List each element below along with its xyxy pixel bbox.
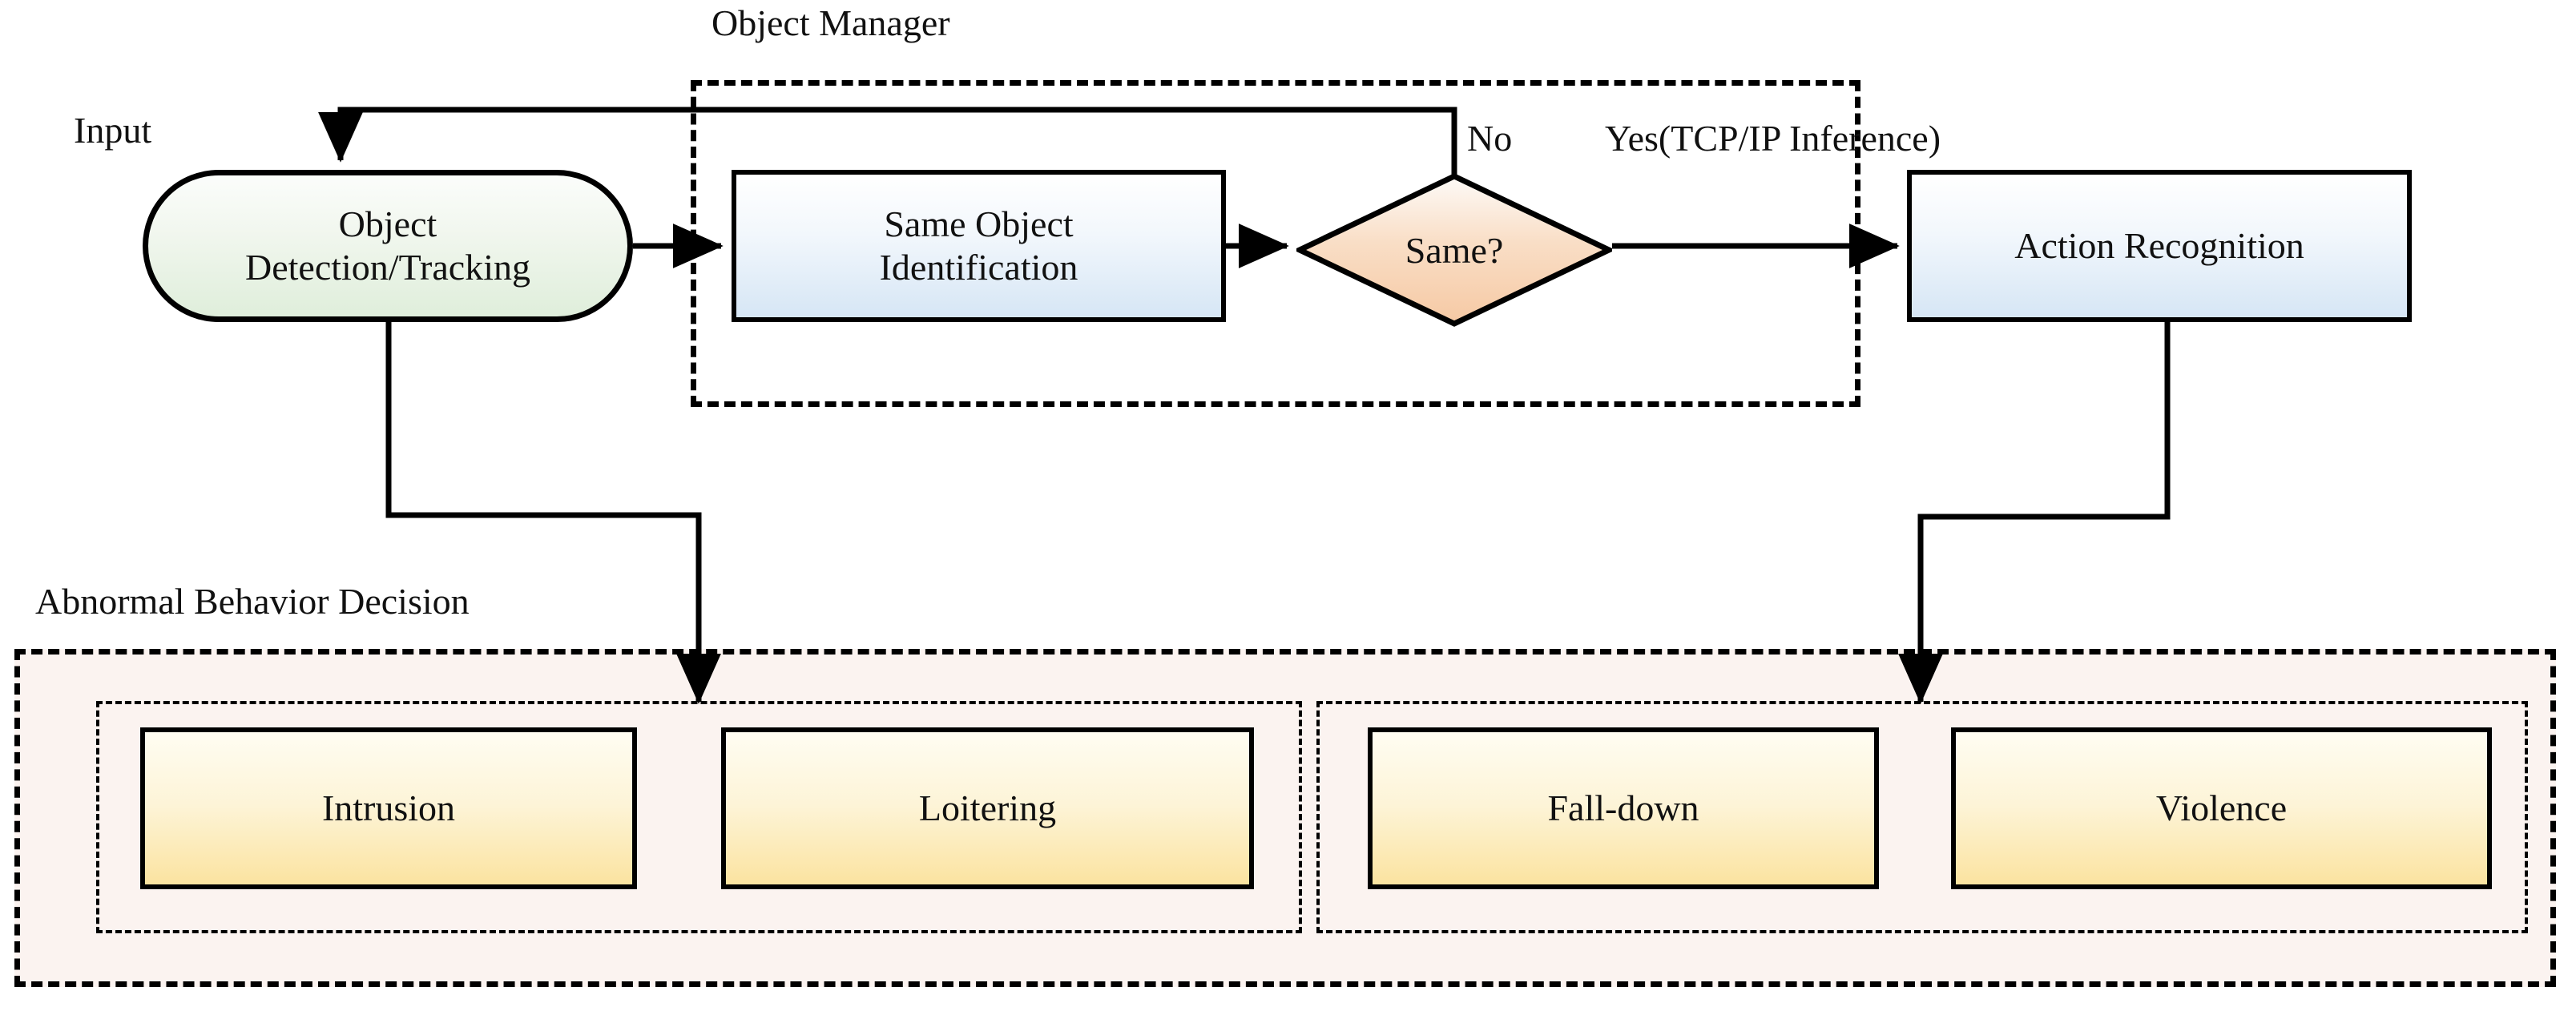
node-action-recognition[interactable]: Action Recognition [1907, 170, 2412, 322]
node-outcome-violence[interactable]: Violence [1951, 727, 2492, 889]
edge-label-yes: Yes(TCP/IP Inference) [1605, 118, 1941, 159]
node-outcome-intrusion[interactable]: Intrusion [140, 727, 637, 889]
node-decision-same[interactable]: Same? [1296, 173, 1612, 327]
decision-label: Same? [1405, 229, 1504, 271]
node-outcome-loitering[interactable]: Loitering [721, 727, 1254, 889]
edge-label-no: No [1467, 118, 1513, 159]
node-outcome-fall-down[interactable]: Fall-down [1368, 727, 1879, 889]
diamond-shape [1296, 173, 1612, 327]
object-manager-title: Object Manager [712, 2, 950, 43]
input-label: Input [74, 110, 152, 151]
abnormal-behavior-decision-title: Abnormal Behavior Decision [35, 581, 470, 622]
